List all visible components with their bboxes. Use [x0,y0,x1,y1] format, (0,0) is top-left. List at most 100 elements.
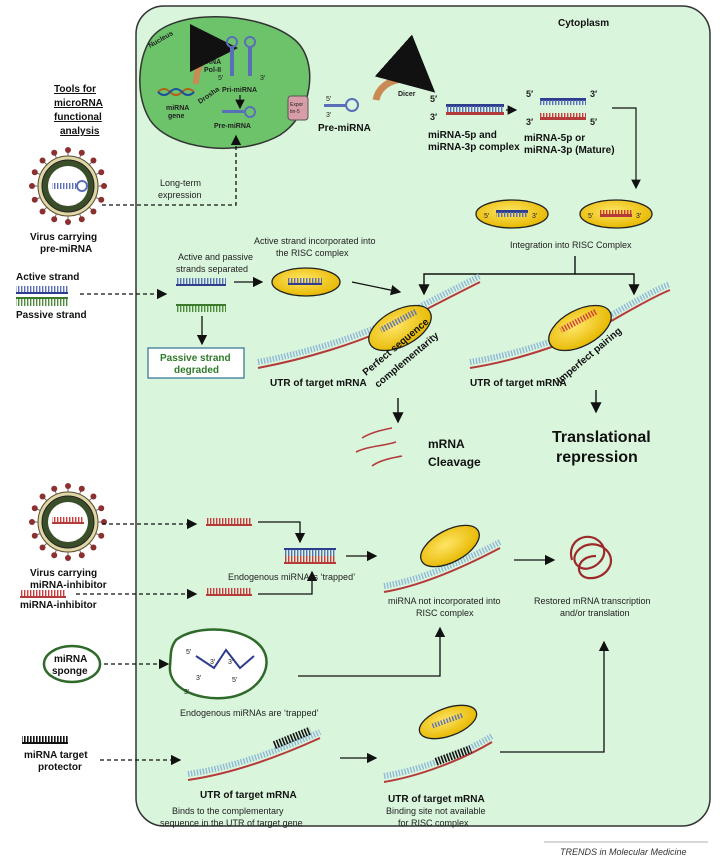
mature-five: 5′ [526,89,533,99]
capsid-spike-tip [90,157,97,164]
risc-active-ticks [288,278,322,283]
active-strand-ticks [16,286,68,293]
protector-target-mrna [187,737,321,781]
tools-title-1: Tools for [54,84,96,95]
active-strand-line [16,292,68,294]
separated-active-ticks [176,278,226,284]
capsid-spike-tip [101,183,107,189]
capsid-spike-tip [39,157,46,164]
mature-five-bottom: 5′ [590,117,597,127]
cleavage-label-2: Cleavage [428,455,481,469]
complex-label-2: miRNA-3p complex [428,142,520,153]
utr-target-label-2: UTR of target mRNA [470,378,567,389]
virus-inhibitor-spikes [29,483,107,561]
mirna-gene-label-2: gene [168,113,184,120]
nuclear-pre-mirna [222,110,244,113]
long-term-label-1: Long-term [160,178,201,188]
exportin-label-2: tin-5 [290,109,300,115]
binds-label-1: Binds to the complementary [172,806,284,816]
trapped-inhibitor-ticks [284,556,336,562]
exportin-5 [287,95,309,121]
restored-mrna-tangle [569,535,612,580]
hairpin-loop-1 [226,36,238,48]
dna-helix-strand [157,88,195,96]
mirna-gene-label-1: miRNA [166,105,189,112]
virus-inhibitor-label-2: miRNA-inhibitor [30,580,107,591]
pri-five: 5′ [218,75,224,82]
separated-passive-line [176,304,226,306]
dicer-label: Dicer [398,91,416,98]
blocked-utr-label: UTR of target mRNA [388,794,485,805]
empty-risc [420,524,480,568]
trapped-mirna-ticks [284,550,336,556]
cleavage-label-1: mRNA [428,437,465,451]
risc-target-1-strand [379,308,418,333]
capsid-spike-tip [39,544,46,551]
separated-label-2: strands separated [176,264,248,274]
inhibitor-1-ticks [206,518,252,524]
cytoplasm-cell [135,5,711,827]
mature-three-top: 3′ [590,89,597,99]
risc-to-target-arrow [351,281,402,296]
cleavage-fragment-1 [361,427,393,439]
cyto-pre-five: 5′ [326,96,332,103]
inhibitor-1-to-trap-arrow [258,521,306,544]
capsid-spike-tip [78,149,85,156]
not-available-label-2: for RISC complex [398,818,469,828]
passive-degraded-label-1: Passive strand [160,353,231,364]
nucleus [139,16,311,150]
rna-pol-label-1: RNA [206,59,221,66]
pri-mirna-hairpin-2 [248,46,252,76]
pri-three: 3′ [260,75,266,82]
tools-title-4: analysis [60,126,100,137]
duplex-five: 5′ [430,94,437,104]
inhibitor-legend-label: miRNA-inhibitor [20,600,97,611]
duplex-top [446,104,504,107]
capsid-spike-tip [65,147,71,153]
virus-premirna-label-1: Virus carrying [30,232,97,243]
sponge-to-restored-arrow [298,626,446,677]
rna-pol-arrow [189,24,238,85]
repression-label-1: Translational [552,429,651,446]
capsid-spike-tip [51,485,58,492]
rna-pol-label-2: Pol-II [204,67,221,74]
passive-strand-label: Passive strand [16,310,87,321]
trapped-inhibitor-line [284,562,336,564]
mature-strand-5p [540,98,586,101]
exportin-label-1: Expor [290,102,303,108]
duplex-ticks [446,106,504,112]
tools-title-2: microRNA [54,98,103,109]
separated-label-1: Active and passive [178,252,253,262]
protector-label-2: protector [38,762,82,773]
cleavage-fragment-3 [371,455,403,467]
mature-three: 3′ [526,117,533,127]
sponge-five-2: 5′ [232,677,238,684]
dna-helix [157,88,195,96]
inhibitor-2-ticks [206,588,252,594]
free-target-mrna [383,547,501,593]
sponge-label-2: sponge [52,666,88,677]
mature-strand-3p [540,117,586,120]
blocked-target-mrna [383,741,493,783]
risc-2-strand [600,214,632,217]
tools-title-3: functional [54,112,102,123]
pri-mirna-hairpin-1 [230,46,234,76]
capsid-spike-tip [90,544,97,551]
capsid-spike-tip [65,483,71,489]
active-strand-label: Active strand [16,272,79,283]
separated-active-line [176,284,226,286]
utr-target-label-1: UTR of target mRNA [270,378,367,389]
capsid-spike-tip [39,493,46,500]
separated-passive-ticks [176,306,226,312]
repression-label-2: repression [556,449,638,466]
capsid-spike-tip [39,208,46,215]
capsid-spike-tip [98,169,105,176]
passive-degraded-box [147,347,245,379]
capsid-spike-tip [78,552,85,559]
risc-on-target-2 [548,304,612,352]
capsid-spike-tip [31,196,38,203]
capsid-spike-tip [90,493,97,500]
passive-strand-ticks [16,299,68,306]
inhibitor-legend-ticks [20,590,66,596]
capsid-spike-tip [65,555,71,561]
